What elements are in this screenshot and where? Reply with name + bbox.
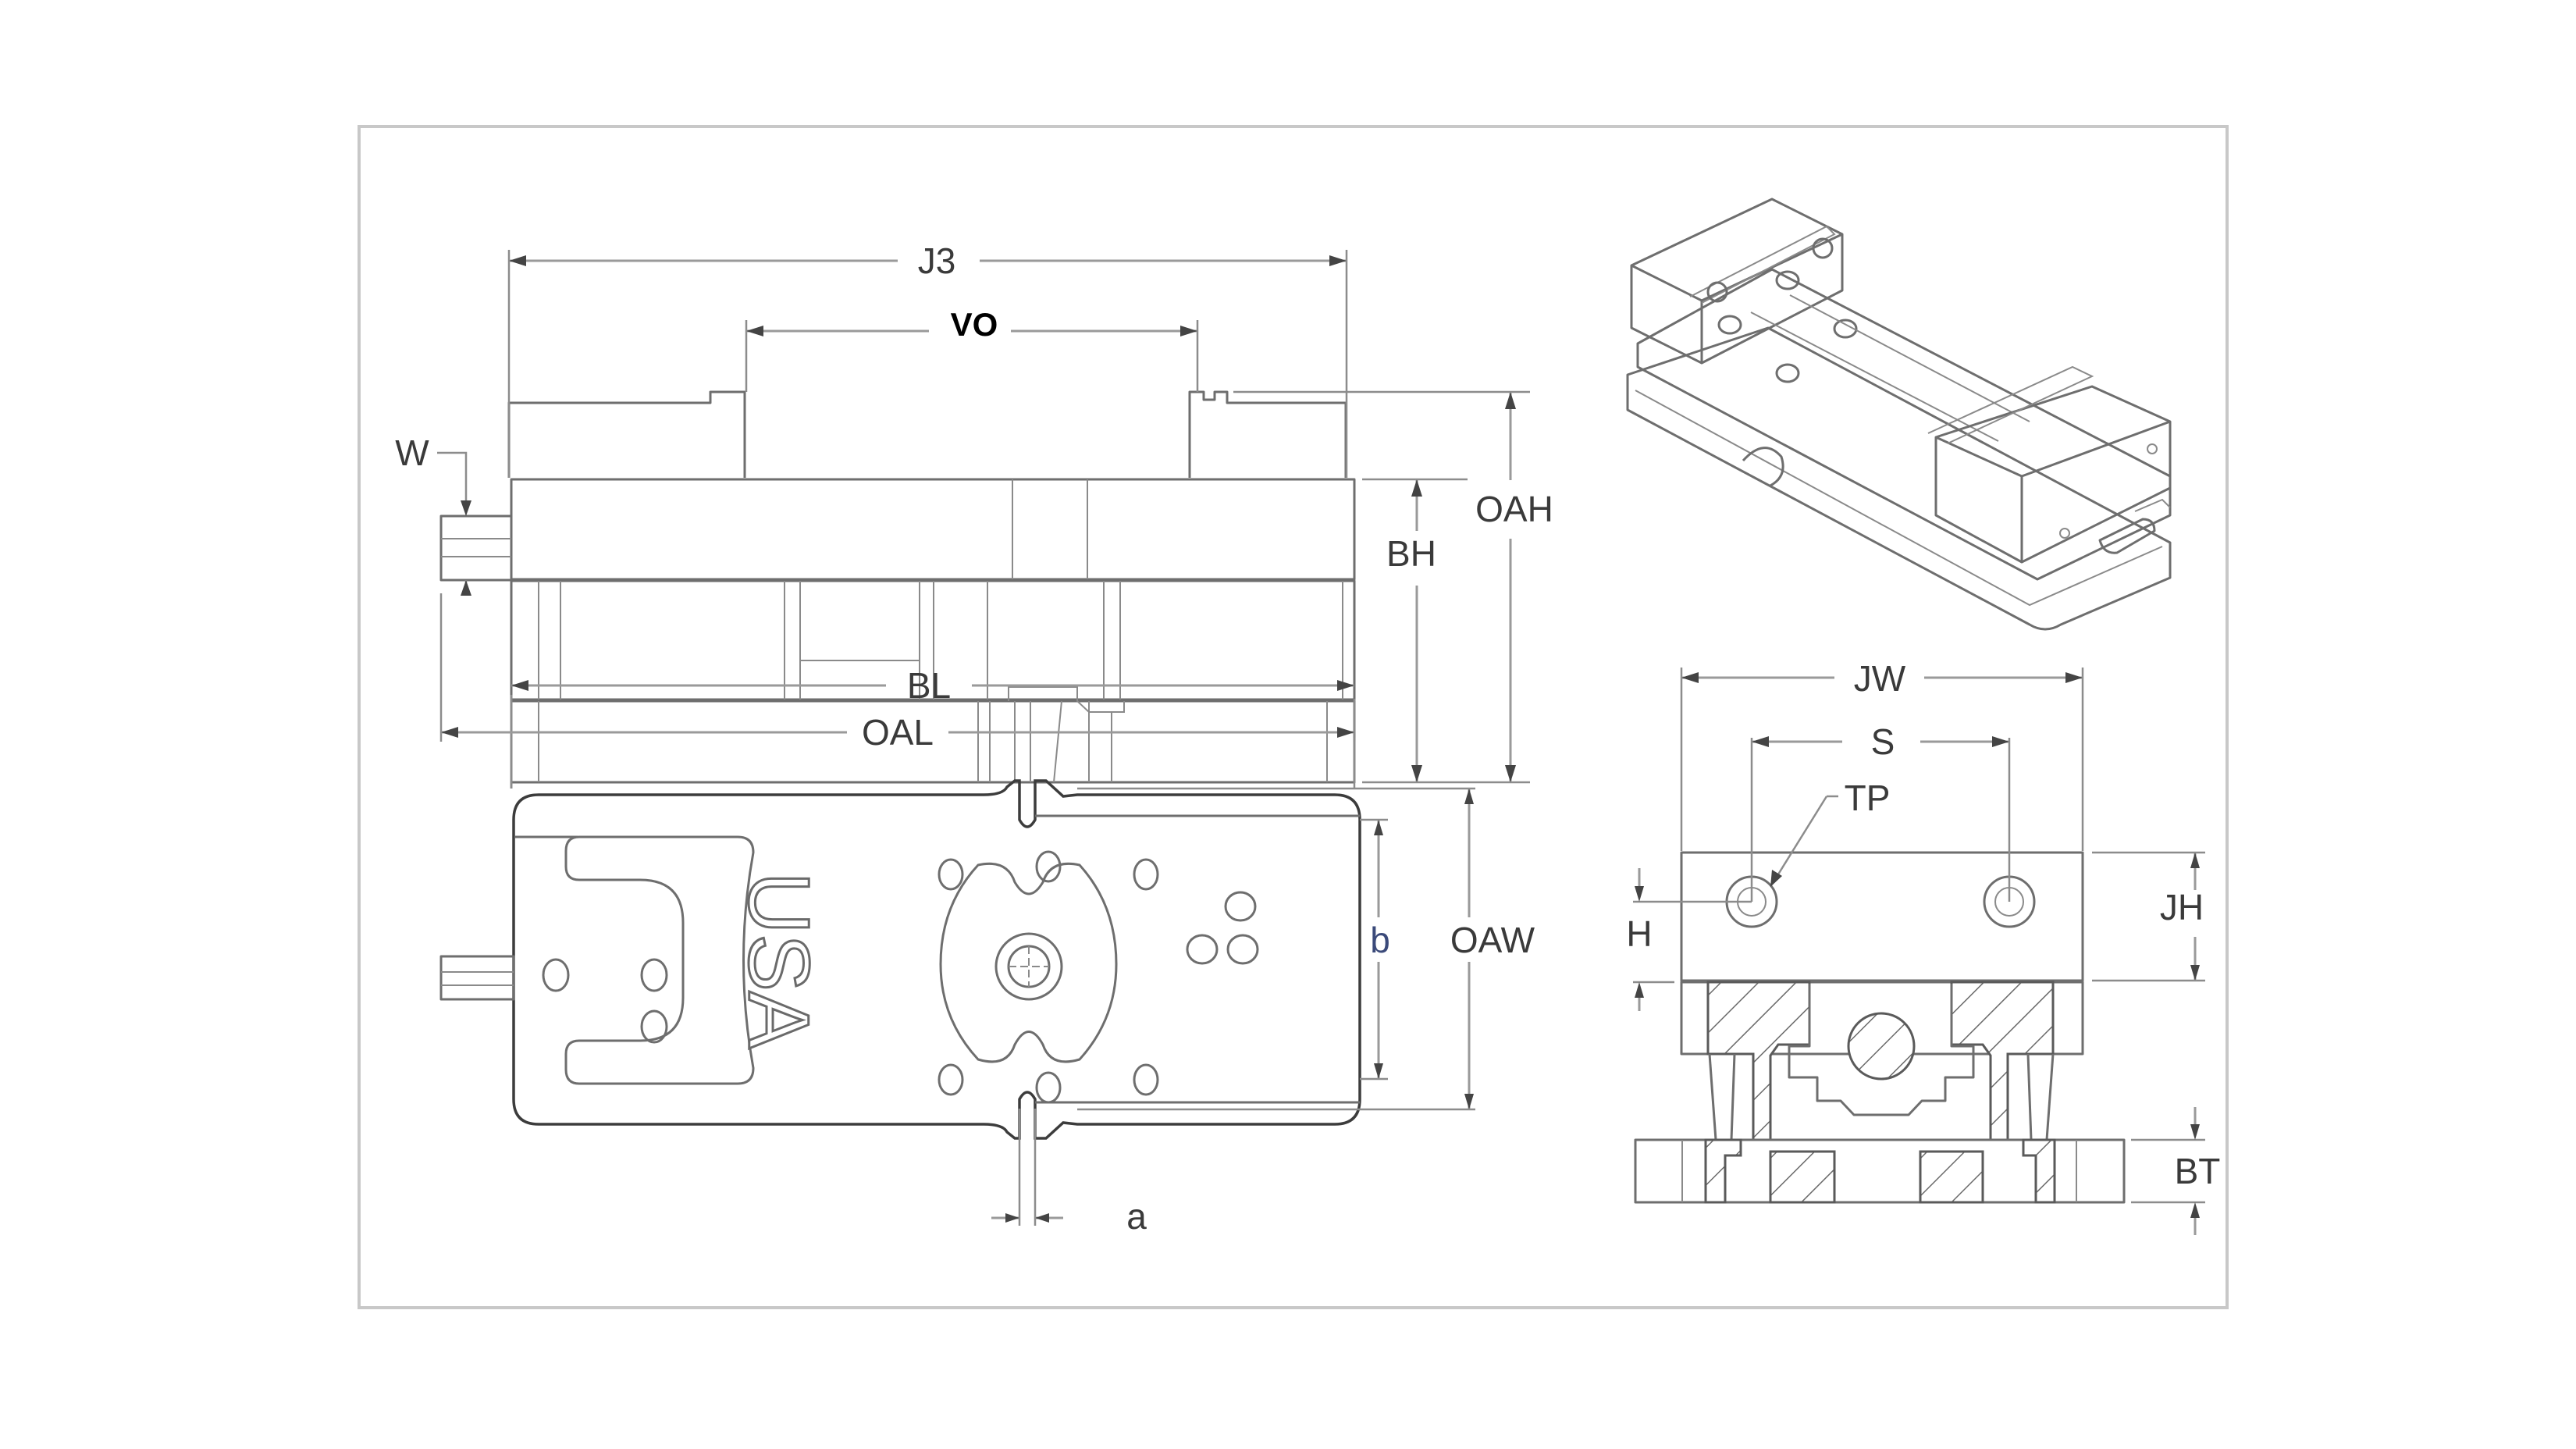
u-slot (515, 835, 755, 1085)
section-hatch-right (1950, 981, 2055, 1141)
end-section-view: JW S TP H JH BT (1626, 658, 2220, 1235)
label-bh: BH (1386, 533, 1436, 574)
iso-body (1636, 268, 2172, 581)
mount-hole (938, 1063, 964, 1096)
mount-hole (1133, 1063, 1159, 1096)
label-oal: OAL (862, 712, 934, 753)
top-screw-end (439, 955, 515, 1001)
label-oaw: OAW (1450, 920, 1535, 960)
iso-jaw-screw (1706, 281, 1728, 303)
lead-screw-section (1847, 1012, 1916, 1081)
label-oah: OAH (1475, 489, 1553, 529)
label-tp: TP (1845, 778, 1891, 818)
label-h: H (1626, 913, 1652, 954)
mount-hole (542, 958, 570, 992)
section-hatch-left (1706, 981, 1811, 1141)
mount-hole (640, 1009, 668, 1044)
iso-fixed-jaw (1630, 198, 1844, 365)
label-bl: BL (907, 665, 951, 706)
nut-outline (1788, 984, 1975, 1116)
center-boss (939, 862, 1118, 1063)
mount-hole (640, 958, 668, 992)
iso-hole (1775, 270, 1800, 290)
mount-hole (1035, 1071, 1062, 1104)
label-vo: VO (951, 306, 998, 343)
iso-jaw-screw (1812, 237, 1834, 259)
vise-body (510, 478, 1356, 581)
base-plate-outline (512, 779, 1361, 1140)
iso-hole (1717, 315, 1742, 335)
drawing-frame (358, 125, 2229, 1309)
mount-hole (1035, 850, 1062, 883)
label-a: a (1126, 1196, 1147, 1237)
jaw-block (1680, 851, 2084, 982)
iso-movable-jaw (1934, 385, 2172, 564)
iso-handle (2098, 518, 2156, 554)
mount-hole (938, 858, 964, 891)
base-section (1634, 1138, 2126, 1204)
mount-hole (1226, 934, 1259, 965)
mount-hole (1224, 891, 1257, 922)
label-w: W (395, 433, 429, 473)
iso-base (1626, 326, 2172, 631)
iso-hook (1742, 447, 1784, 487)
iso-hole (1775, 363, 1800, 383)
label-bt: BT (2175, 1151, 2221, 1191)
mount-hole (1133, 858, 1159, 891)
usa-engraving: USA (731, 872, 827, 1049)
top-view: USA b OAW (439, 779, 1535, 1237)
screw-end (439, 514, 513, 582)
label-j3: J3 (918, 240, 956, 281)
iso-hole (1833, 319, 1858, 339)
label-b: b (1370, 920, 1390, 960)
side-view: J3 VO W OAH BH (395, 240, 1553, 789)
mount-hole (1186, 934, 1219, 965)
isometric-view (1626, 198, 2172, 631)
movable-jaw (1188, 390, 1347, 478)
fixed-jaw (507, 390, 746, 478)
label-s: S (1871, 721, 1895, 762)
center-bore-outer (994, 932, 1063, 1001)
tp-leader (1773, 796, 1828, 881)
label-jw: JW (1854, 658, 1906, 699)
label-jh: JH (2160, 887, 2204, 927)
